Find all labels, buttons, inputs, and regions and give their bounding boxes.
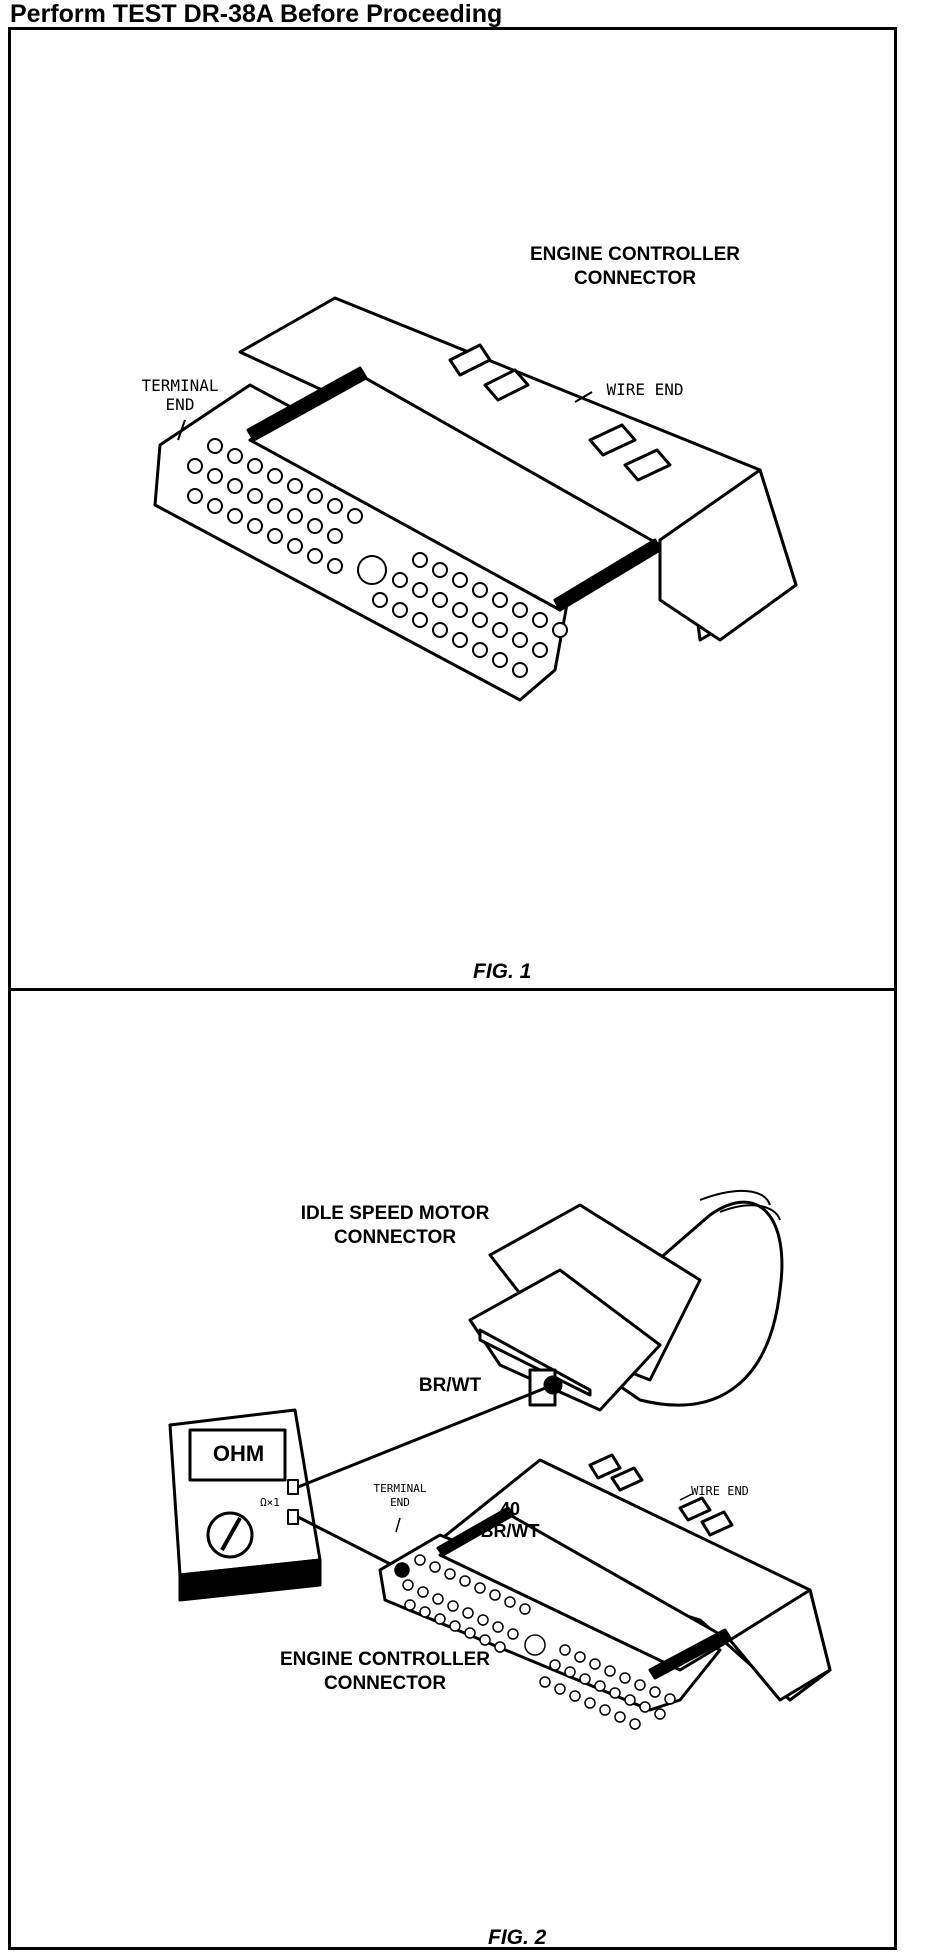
fig2-meter-range: Ω×1 — [260, 1496, 280, 1509]
fig2-ecc-label: ENGINE CONTROLLER CONNECTOR — [279, 1649, 491, 1694]
fig1-connector-side — [658, 468, 798, 642]
fig2-ism-connector — [468, 1189, 784, 1412]
fig2-wire-label: WIRE END — [691, 1484, 749, 1498]
fig1-terminal-label: TERMINAL END — [141, 376, 219, 414]
fig1-connector-drawing — [153, 296, 798, 702]
fig1-terminal-pins — [187, 438, 568, 678]
fig2-caption: FIG. 2 — [488, 1926, 547, 1949]
fig1-latch — [483, 368, 530, 402]
fig2-wire-color-label: BR/WT — [418, 1375, 482, 1396]
fig2-test-leads — [297, 1383, 554, 1572]
fig2-terminal-pins — [394, 1554, 676, 1730]
fig1-latch — [448, 343, 492, 377]
fig2-ohmmeter — [168, 1408, 322, 1602]
figure-divider — [8, 988, 897, 991]
fig1-latch — [623, 448, 672, 482]
fig2-meter-display: OHM — [212, 1441, 265, 1466]
fig1-latch — [588, 423, 637, 457]
fig2-pin-label: 40 BR/WT — [480, 1499, 540, 1541]
fig1-caption: FIG. 1 — [473, 960, 532, 983]
fig2-ism-label: IDLE SPEED MOTOR CONNECTOR — [300, 1203, 490, 1248]
page-header: Perform TEST DR-38A Before Proceeding — [10, 0, 503, 28]
fig2-terminal-label: TERMINAL END — [373, 1482, 427, 1509]
fig1-wire-label: WIRE END — [606, 380, 684, 399]
fig1-connector-label: ENGINE CONTROLLER CONNECTOR — [529, 244, 741, 289]
